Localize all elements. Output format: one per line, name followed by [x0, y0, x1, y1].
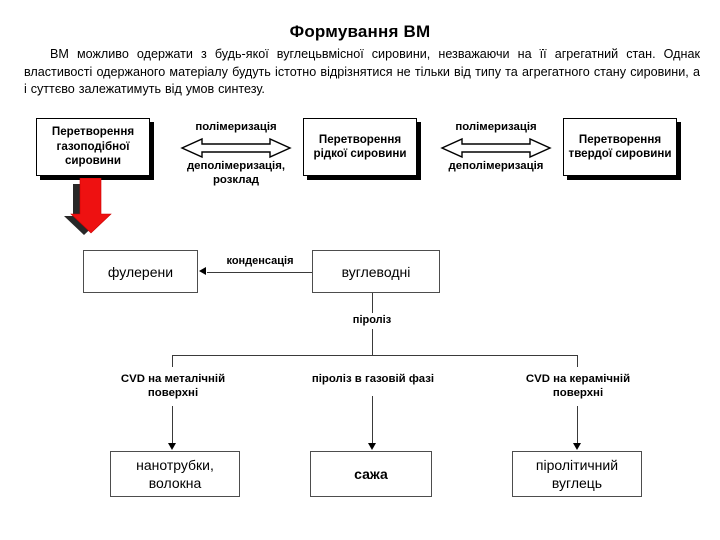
box-solid-feedstock: Перетворення твердої сировини	[563, 118, 677, 176]
arrow-down-icon-center	[368, 443, 376, 450]
page-title: Формування ВМ	[289, 22, 431, 41]
body-paragraph: ВМ можливо одержати з будь-якої вуглецьв…	[24, 47, 700, 96]
connector-condensation-line	[207, 272, 312, 273]
label-polymerisation-1: полімеризація	[195, 121, 277, 133]
box-liquid-feedstock-label: Перетворення рідкої сировини	[313, 132, 407, 161]
label-depolymerisation-1: деполімеризація, розклад	[186, 160, 286, 186]
label-cvd-metal-surface: CVD на металічній поверхні	[120, 373, 226, 399]
box-nanotubes-label: нанотрубки, волокна	[136, 457, 214, 491]
connector-drop-center	[372, 396, 373, 444]
connector-drop-left	[172, 406, 173, 444]
arrow-down-icon-left	[168, 443, 176, 450]
box-fullerenes: фулерени	[83, 250, 198, 293]
connector-pyrolysis-upper	[372, 293, 373, 313]
box-fullerenes-label: фулерени	[107, 263, 174, 280]
box-hydrocarbons: вуглеводні	[312, 250, 440, 293]
label-cvd-ceramic-surface: CVD на керамічній поверхні	[525, 373, 631, 399]
label-polymerisation-2: полімеризація	[455, 121, 537, 133]
label-gas-phase-pyrolysis: піроліз в газовій фазі	[311, 373, 435, 385]
connector-branch-bar	[172, 355, 578, 356]
box-hydrocarbons-label: вуглеводні	[341, 263, 411, 280]
box-gaseous-feedstock-label: Перетворення газоподібної сировини	[51, 125, 135, 168]
label-condensation: конденсація	[226, 255, 294, 267]
box-pyrolytic-carbon-label: піролітичний вуглець	[535, 457, 619, 491]
label-depolymerisation-2: деполімеризація	[448, 160, 544, 172]
connector-pyrolysis-lower	[372, 329, 373, 356]
box-pyrolytic-carbon: піролітичний вуглець	[512, 451, 642, 497]
double-arrow-icon-2	[440, 137, 552, 159]
box-gaseous-feedstock: Перетворення газоподібної сировини	[36, 118, 150, 176]
double-arrow-icon-1	[180, 137, 292, 159]
arrow-left-icon-condensation	[199, 267, 206, 275]
label-pyrolysis: піроліз	[352, 314, 392, 326]
red-down-arrow-icon	[64, 178, 112, 235]
arrow-down-icon-right	[573, 443, 581, 450]
box-solid-feedstock-label: Перетворення твердої сировини	[568, 132, 672, 161]
box-nanotubes: нанотрубки, волокна	[110, 451, 240, 497]
box-soot: сажа	[310, 451, 432, 497]
connector-drop-right	[577, 406, 578, 444]
box-liquid-feedstock: Перетворення рідкої сировини	[303, 118, 417, 176]
connector-branch-left-stub	[172, 355, 173, 367]
connector-branch-right-stub	[577, 355, 578, 367]
box-soot-label: сажа	[354, 466, 388, 482]
